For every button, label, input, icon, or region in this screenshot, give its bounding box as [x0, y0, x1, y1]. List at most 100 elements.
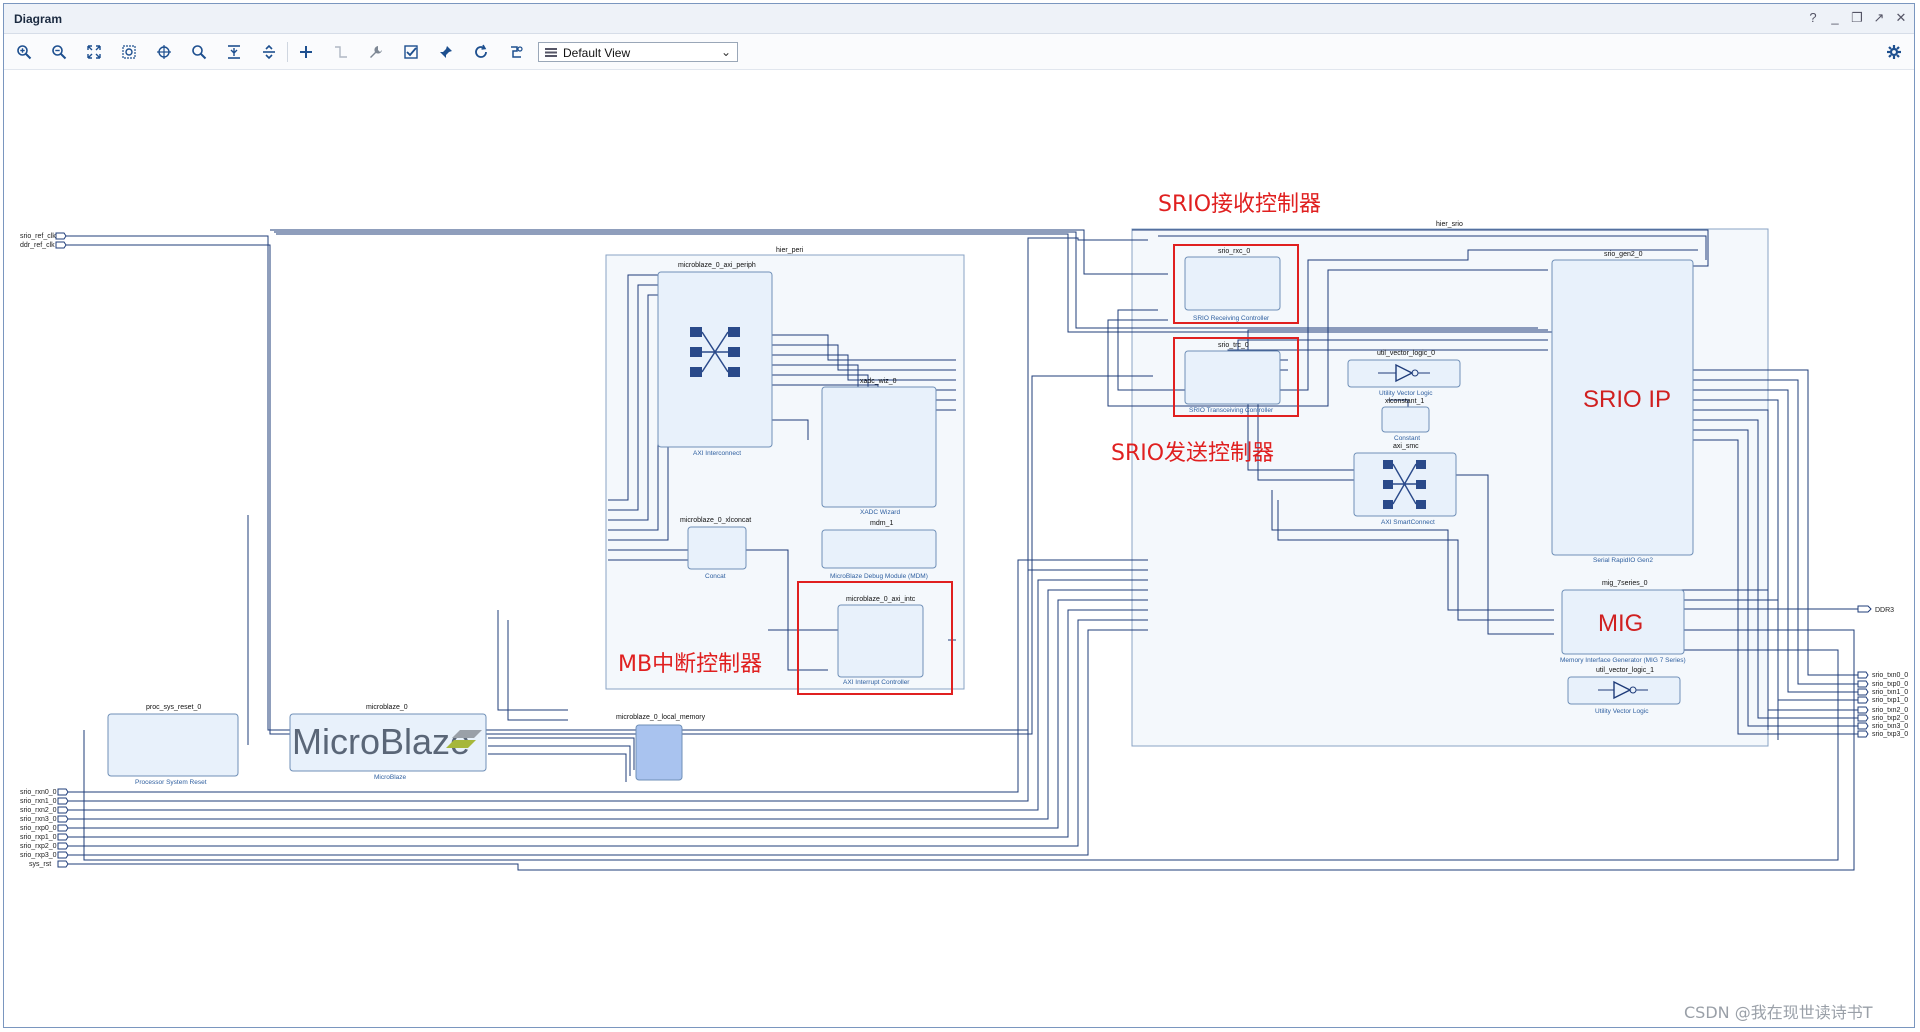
xlconst-name: xlconstant_1	[1385, 398, 1424, 405]
port-srio-txp1[interactable]: srio_txp1_0	[1872, 697, 1908, 704]
right-ports: DDR3 srio_txn0_0 srio_txp0_0 srio_txn1_0…	[1857, 605, 1908, 738]
annotation-mb-intc: MB中断控制器	[618, 652, 762, 677]
port-srio-txp0[interactable]: srio_txp0_0	[1872, 681, 1908, 688]
zoom-fit-icon[interactable]	[84, 42, 104, 62]
port-srio-rxp3[interactable]: srio_rxp3_0	[20, 852, 57, 859]
axi-interconnect-icon	[690, 327, 740, 377]
port-srio-txn2[interactable]: srio_txn2_0	[1872, 707, 1908, 714]
srio-ip-label: SRIO IP	[1583, 386, 1671, 413]
highlight-srio-tx	[1173, 337, 1299, 417]
minimize-button[interactable]: _	[1831, 10, 1839, 25]
port-srio-txn3[interactable]: srio_txn3_0	[1872, 723, 1908, 730]
block-mig[interactable]: mig_7series_0 MIG Memory Interface Gener…	[1560, 580, 1686, 664]
microblaze-logo: MicroBlaze	[292, 721, 470, 762]
proc-rst-name: proc_sys_reset_0	[146, 704, 201, 711]
mdm-sub: MicroBlaze Debug Module (MDM)	[830, 573, 928, 580]
block-mdm[interactable]: mdm_1 MicroBlaze Debug Module (MDM)	[821, 520, 937, 580]
block-xadc[interactable]: xadc_wiz_0 XADC Wizard	[821, 378, 937, 516]
xilinx-logo-icon	[446, 730, 482, 748]
annotation-srio-tx: SRIO发送控制器	[1111, 441, 1274, 466]
block-local-mem[interactable]: microblaze_0_local_memory	[616, 714, 706, 781]
port-srio-rxn2[interactable]: srio_rxn2_0	[20, 807, 57, 814]
port-srio-rxp0[interactable]: srio_rxp0_0	[20, 825, 57, 832]
block-axi-intc[interactable]: microblaze_0_axi_intc AXI Interrupt Cont…	[837, 596, 924, 686]
port-ddr-ref-clk[interactable]: ddr_ref_clk	[20, 242, 55, 249]
port-srio-rxp2[interactable]: srio_rxp2_0	[20, 843, 57, 850]
xlconst-sub: Constant	[1394, 435, 1420, 442]
port-sys-rst[interactable]: sys_rst	[29, 861, 51, 868]
microblaze-name: microblaze_0	[366, 704, 408, 711]
port-srio-rxn3[interactable]: srio_rxn3_0	[20, 816, 57, 823]
port-srio-ref-clk[interactable]: srio_ref_clk	[20, 233, 56, 240]
port-srio-txp2[interactable]: srio_txp2_0	[1872, 715, 1908, 722]
diagram-window: Diagram ? _ ❐ ↗ ✕ Default View ⌄	[3, 3, 1915, 1028]
util-vec1-name: util_vector_logic_1	[1596, 667, 1654, 674]
port-srio-txn0[interactable]: srio_txn0_0	[1872, 672, 1908, 679]
close-button[interactable]: ✕	[1895, 10, 1907, 25]
block-xlconcat[interactable]: microblaze_0_xlconcat Concat	[680, 517, 751, 580]
highlight-srio-rx	[1173, 244, 1299, 324]
view-select[interactable]: Default View ⌄	[538, 42, 738, 62]
watermark: CSDN @我在现世读诗书T	[1684, 1003, 1873, 1022]
axi-smc-sub: AXI SmartConnect	[1381, 519, 1435, 526]
block-proc-rst[interactable]: proc_sys_reset_0 Processor System Reset	[107, 704, 239, 786]
block-xlconst[interactable]: xlconstant_1 Constant	[1381, 398, 1430, 442]
zoom-out-icon[interactable]	[49, 42, 69, 62]
pin-icon[interactable]	[436, 42, 456, 62]
block-srio-rxc[interactable]: srio_rxc_0 SRIO Receiving Controller	[1184, 248, 1281, 322]
srio-rxc-sub: SRIO Receiving Controller	[1193, 315, 1270, 322]
axi-intc-name: microblaze_0_axi_intc	[846, 596, 916, 603]
restore-button[interactable]: ❐	[1851, 10, 1863, 25]
port-ddr3[interactable]: DDR3	[1875, 607, 1894, 614]
refresh-icon[interactable]	[471, 42, 491, 62]
make-connection-icon[interactable]	[331, 42, 351, 62]
float-button[interactable]: ↗	[1873, 10, 1885, 25]
port-srio-txp3[interactable]: srio_txp3_0	[1872, 731, 1908, 738]
crosshair-icon[interactable]	[154, 42, 174, 62]
validate-design-icon[interactable]	[401, 42, 421, 62]
port-srio-rxp1[interactable]: srio_rxp1_0	[20, 834, 57, 841]
proc-rst-sub: Processor System Reset	[135, 779, 207, 786]
block-microblaze[interactable]: microblaze_0 MicroBlaze MicroBlaze	[289, 704, 487, 781]
srio-trc-name: srio_trc_0	[1218, 342, 1249, 349]
port-srio-txn1[interactable]: srio_txn1_0	[1872, 689, 1908, 696]
mig-sub: Memory Interface Generator (MIG 7 Series…	[1560, 657, 1686, 664]
block-axi-periph[interactable]: microblaze_0_axi_periph AXI Interconnect	[657, 262, 773, 457]
block-srio-gen2[interactable]: srio_gen2_0 SRIO IP Serial RapidIO Gen2	[1551, 251, 1694, 564]
util-vec0-name: util_vector_logic_0	[1377, 350, 1435, 357]
hier-peri-label: hier_peri	[776, 247, 804, 254]
srio-trc-sub: SRIO Transceiving Controller	[1189, 407, 1274, 414]
util-vec0-sub: Utility Vector Logic	[1379, 390, 1433, 397]
bottom-left-ports: srio_rxn0_0 srio_rxn1_0 srio_rxn2_0 srio…	[20, 788, 69, 868]
block-srio-trc[interactable]: srio_trc_0 SRIO Transceiving Controller	[1184, 342, 1281, 414]
search-icon[interactable]	[189, 42, 209, 62]
left-ports: srio_ref_clk ddr_ref_clk	[20, 232, 67, 249]
block-util-vec1[interactable]: util_vector_logic_1 Utility Vector Logic	[1567, 667, 1681, 715]
collapse-all-icon[interactable]	[224, 42, 244, 62]
zoom-area-icon[interactable]	[119, 42, 139, 62]
util-vec1-sub: Utility Vector Logic	[1595, 708, 1649, 715]
block-util-vec0[interactable]: util_vector_logic_0 Utility Vector Logic	[1347, 350, 1461, 397]
add-ip-icon[interactable]	[296, 42, 316, 62]
annotation-srio-rx: SRIO接收控制器	[1158, 192, 1321, 217]
port-srio-rxn0[interactable]: srio_rxn0_0	[20, 789, 57, 796]
port-srio-rxn1[interactable]: srio_rxn1_0	[20, 798, 57, 805]
title-bar: Diagram ? _ ❐ ↗ ✕	[4, 4, 1914, 34]
block-axi-smc[interactable]: axi_smc AXI SmartConnect	[1353, 443, 1457, 526]
highlight-mb-intc	[797, 581, 953, 695]
wrench-icon[interactable]	[366, 42, 386, 62]
expand-all-icon[interactable]	[259, 42, 279, 62]
xadc-sub: XADC Wizard	[860, 509, 900, 516]
mig-label: MIG	[1598, 610, 1643, 637]
axi-periph-sub: AXI Interconnect	[693, 450, 741, 457]
xlconcat-name: microblaze_0_xlconcat	[680, 517, 751, 524]
diagram-canvas[interactable]: hier_peri hier_srio	[8, 70, 1912, 1025]
window-controls: ? _ ❐ ↗ ✕	[1806, 10, 1908, 26]
toolbar: Default View ⌄	[4, 34, 1914, 70]
gear-icon[interactable]	[1884, 42, 1904, 62]
xadc-name: xadc_wiz_0	[860, 378, 897, 385]
help-button[interactable]: ?	[1809, 10, 1817, 25]
regenerate-layout-icon[interactable]	[506, 42, 526, 62]
srio-gen2-sub: Serial RapidIO Gen2	[1593, 557, 1653, 564]
zoom-in-icon[interactable]	[14, 42, 34, 62]
